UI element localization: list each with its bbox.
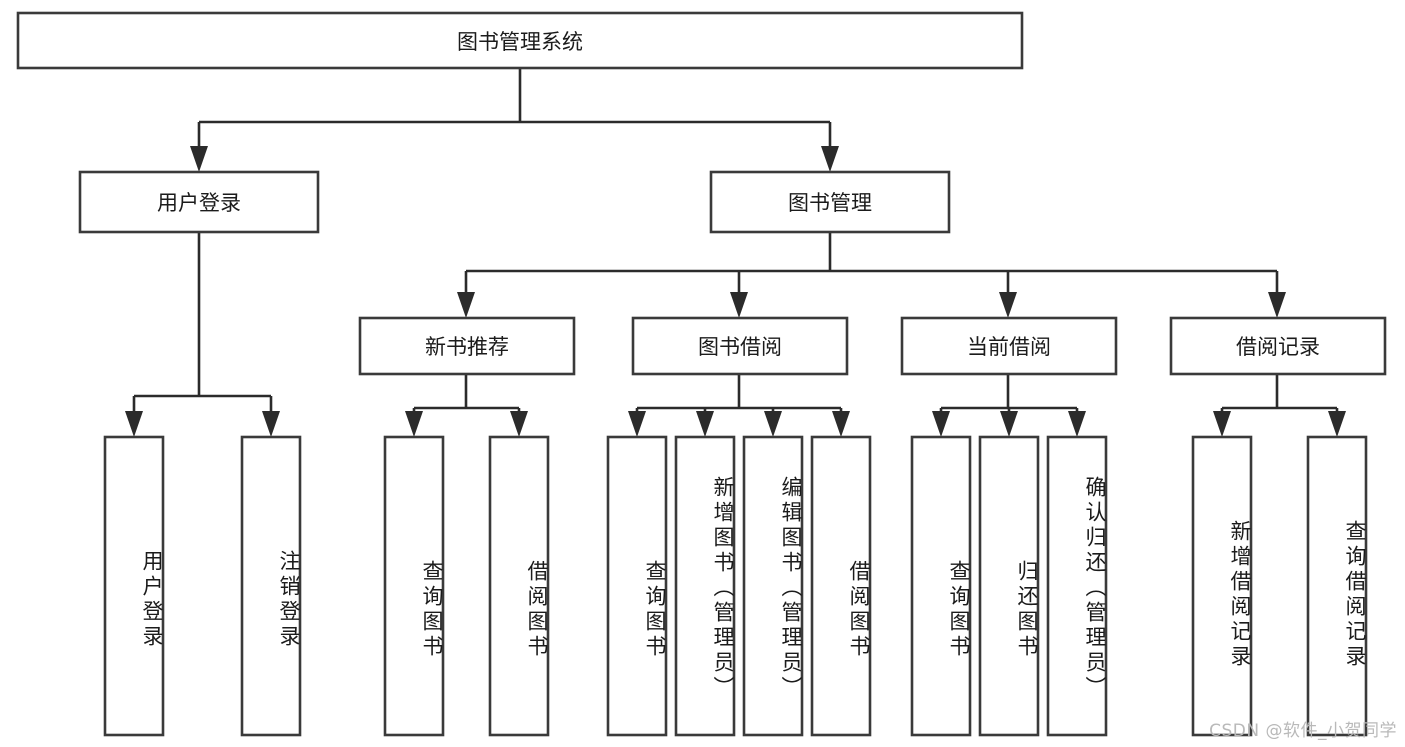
connector-group-root: [190, 68, 839, 172]
label-current-borrow: 当前借阅: [967, 335, 1051, 359]
node-book-borrow[interactable]: [631, 316, 849, 376]
arrow-userlogin-leaf1-icon: [125, 411, 143, 437]
label-borrow-record: 借阅记录: [1236, 335, 1320, 359]
arrow-bookmgmt-c2-icon: [730, 292, 748, 318]
node-leaf-newbook-2[interactable]: [488, 435, 550, 737]
node-root-system[interactable]: [16, 11, 1024, 70]
node-leaf-current-3[interactable]: [1046, 435, 1108, 737]
connector-group-borrow: [628, 374, 850, 437]
node-leaf-record-1[interactable]: [1191, 435, 1253, 737]
arrow-borrow-leaf3-icon: [764, 411, 782, 437]
arrow-record-leaf1-icon: [1213, 411, 1231, 437]
node-leaf-borrow-2[interactable]: [674, 435, 736, 737]
node-leaf-user-login-2[interactable]: [240, 435, 302, 737]
arrow-current-leaf1-icon: [932, 411, 950, 437]
node-leaf-record-2[interactable]: [1306, 435, 1368, 737]
connector-group-record: [1213, 374, 1346, 437]
node-leaf-borrow-3[interactable]: [742, 435, 804, 737]
label-user-login: 用户登录: [157, 191, 241, 215]
arrow-current-leaf2-icon: [1000, 411, 1018, 437]
arrow-bookmgmt-c4-icon: [1268, 292, 1286, 318]
node-leaf-borrow-1[interactable]: [606, 435, 668, 737]
csdn-watermark: CSDN @软件_小贺同学: [1209, 721, 1397, 741]
label-new-book-recommend: 新书推荐: [425, 335, 509, 359]
node-borrow-record[interactable]: [1169, 316, 1387, 376]
label-book-management: 图书管理: [788, 191, 872, 215]
node-leaf-current-1[interactable]: [910, 435, 972, 737]
arrow-newbook-leaf1-icon: [405, 411, 423, 437]
arrow-record-leaf2-icon: [1328, 411, 1346, 437]
node-leaf-borrow-4[interactable]: [810, 435, 872, 737]
arrow-current-leaf3-icon: [1068, 411, 1086, 437]
node-leaf-user-login-1[interactable]: [103, 435, 165, 737]
arrow-newbook-leaf2-icon: [510, 411, 528, 437]
label-book-borrow: 图书借阅: [698, 335, 782, 359]
node-new-book-recommend[interactable]: [358, 316, 576, 376]
node-user-login[interactable]: [78, 170, 320, 234]
arrow-borrow-leaf4-icon: [832, 411, 850, 437]
node-current-borrow[interactable]: [900, 316, 1118, 376]
arrow-bookmgmt-c3-icon: [999, 292, 1017, 318]
arrow-userlogin-leaf2-icon: [262, 411, 280, 437]
arrow-borrow-leaf1-icon: [628, 411, 646, 437]
connector-group-userlogin: [125, 232, 280, 437]
connector-group-bookmgmt: [457, 232, 1286, 318]
arrow-borrow-leaf2-icon: [696, 411, 714, 437]
arrow-bookmgmt-c1-icon: [457, 292, 475, 318]
node-leaf-current-2[interactable]: [978, 435, 1040, 737]
label-root-system: 图书管理系统: [457, 30, 583, 54]
connector-group-newbook: [405, 374, 528, 437]
connector-group-current: [932, 374, 1086, 437]
arrow-root-to-userlogin-icon: [190, 146, 208, 172]
node-book-management[interactable]: [709, 170, 951, 234]
arrow-root-to-bookmgmt-icon: [821, 146, 839, 172]
node-leaf-newbook-1[interactable]: [383, 435, 445, 737]
